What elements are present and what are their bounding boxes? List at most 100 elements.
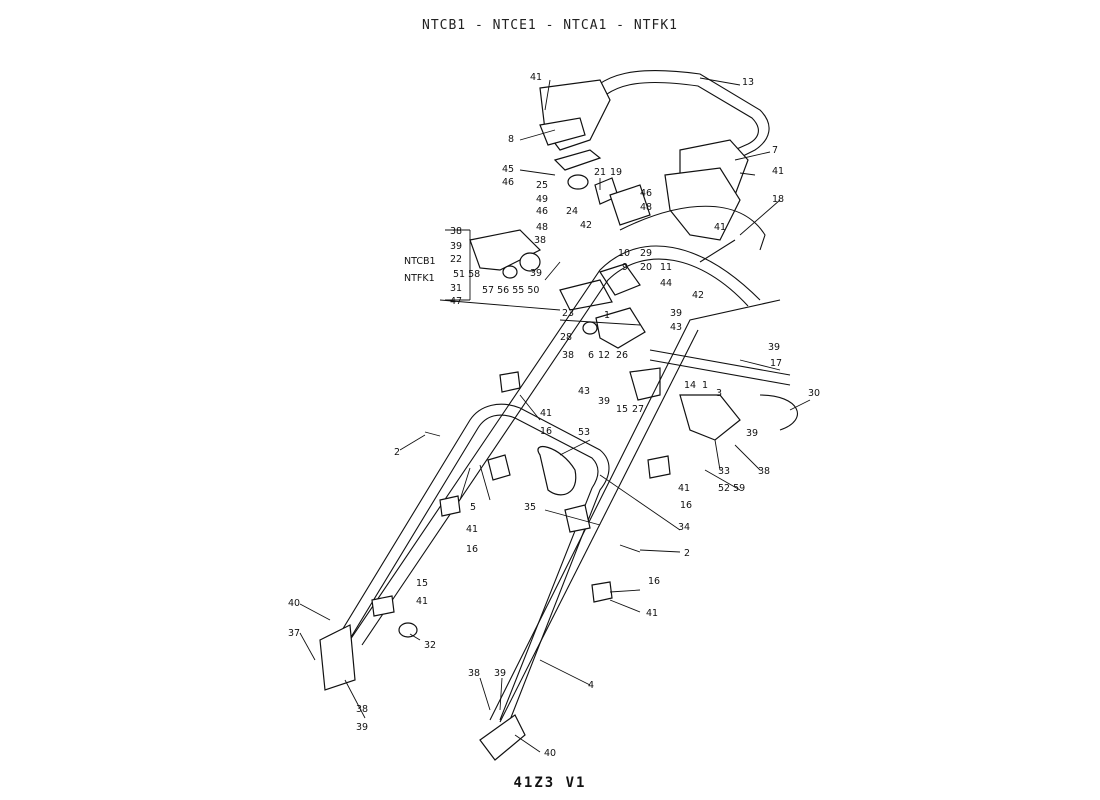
lower-bracket-right [479, 714, 526, 761]
callout-42: 42 [692, 290, 704, 301]
callout-23: 23 [562, 308, 574, 319]
callout-29: 29 [640, 248, 652, 259]
side-label-ntfk1: NTFK1 [404, 273, 435, 284]
callout-44: 44 [660, 278, 672, 289]
callout-2: 2 [684, 548, 690, 559]
callout-1: 1 [702, 380, 708, 391]
callout-22: 22 [450, 254, 462, 265]
callout-39: 39 [746, 428, 758, 439]
callout-labels: 41 13 8 7 45 46 25 21 19 41 18 49 46 24 … [288, 72, 820, 759]
callout-40: 40 [544, 748, 556, 759]
clip-part-16a [499, 371, 521, 393]
callout-2: 2 [394, 447, 400, 458]
leader-lines [299, 77, 811, 753]
clip-part-16b [439, 495, 461, 517]
callout-46: 46 [502, 177, 514, 188]
callout-43: 43 [670, 322, 682, 333]
callout-4: 4 [588, 680, 594, 691]
callout-19: 19 [610, 167, 622, 178]
callout-57-56-55-50: 57 56 55 50 [482, 285, 539, 296]
callout-53: 53 [578, 427, 590, 438]
callout-16: 16 [540, 426, 552, 437]
drawing-code: 41Z3 V1 [513, 775, 587, 791]
callout-8: 8 [508, 134, 514, 145]
callout-21: 21 [594, 167, 606, 178]
clip-part-16d [591, 581, 613, 603]
callout-1: 1 [604, 310, 610, 321]
callout-34: 34 [678, 522, 690, 533]
callout-25: 25 [536, 180, 548, 191]
callout-45: 45 [502, 164, 514, 175]
callout-41: 41 [466, 524, 478, 535]
callout-31: 31 [450, 283, 462, 294]
callout-52-59: 52 59 [718, 483, 745, 494]
callout-14: 14 [684, 380, 696, 391]
callout-5: 5 [470, 502, 476, 513]
callout-39: 39 [670, 308, 682, 319]
callout-16: 16 [466, 544, 478, 555]
callout-38: 38 [356, 704, 368, 715]
callout-17: 17 [770, 358, 782, 369]
callout-41: 41 [646, 608, 658, 619]
callout-15: 15 [416, 578, 428, 589]
bolt-part-2b [619, 544, 641, 553]
callout-3: 3 [716, 388, 722, 399]
callout-39: 39 [768, 342, 780, 353]
callout-38: 38 [534, 235, 546, 246]
callout-38: 38 [758, 466, 770, 477]
callout-42: 42 [580, 220, 592, 231]
callout-35: 35 [524, 502, 536, 513]
callout-27: 27 [632, 404, 644, 415]
callout-41: 41 [530, 72, 542, 83]
callout-39: 39 [530, 268, 542, 279]
callout-7: 7 [772, 145, 778, 156]
callout-41: 41 [678, 483, 690, 494]
callout-38: 38 [468, 668, 480, 679]
callout-16: 16 [680, 500, 692, 511]
callout-24: 24 [566, 206, 578, 217]
callout-41: 41 [540, 408, 552, 419]
control-bracket-assembly [469, 149, 766, 441]
callout-9: 9 [622, 262, 628, 273]
clip-part-15 [371, 595, 395, 617]
callout-28: 28 [560, 332, 572, 343]
lower-handle-frame [329, 245, 781, 723]
knob-part-5 [487, 454, 511, 481]
callout-46: 46 [640, 188, 652, 199]
bolt-part-2a [424, 431, 441, 437]
callout-15: 15 [616, 404, 628, 415]
callout-49: 49 [536, 194, 548, 205]
callout-33: 33 [718, 466, 730, 477]
callout-39: 39 [598, 396, 610, 407]
cable-guide-part-53 [537, 446, 577, 496]
callout-32: 32 [424, 640, 436, 651]
callout-38: 38 [450, 226, 462, 237]
callout-12: 12 [598, 350, 610, 361]
callout-18: 18 [772, 194, 784, 205]
callout-10: 10 [618, 248, 630, 259]
lower-bracket-left [319, 624, 356, 691]
ring-part-32 [398, 622, 418, 638]
callout-16: 16 [648, 576, 660, 587]
callout-39: 39 [356, 722, 368, 733]
callout-46: 46 [536, 206, 548, 217]
callout-51-58: 51 58 [453, 269, 480, 280]
callout-20: 20 [640, 262, 652, 273]
callout-39: 39 [494, 668, 506, 679]
bail-bar-part-17 [649, 349, 798, 431]
callout-43: 43 [578, 386, 590, 397]
side-label-ntcb1: NTCB1 [404, 256, 436, 267]
diagram-title: NTCB1 - NTCE1 - NTCA1 - NTFK1 [422, 18, 678, 33]
callout-6: 6 [588, 350, 594, 361]
callout-48: 48 [640, 202, 652, 213]
callout-41: 41 [772, 166, 784, 177]
callout-40: 40 [288, 598, 300, 609]
callout-41: 41 [416, 596, 428, 607]
callout-11: 11 [660, 262, 672, 273]
callout-41: 41 [714, 222, 726, 233]
callout-13: 13 [742, 77, 754, 88]
clip-part-16c [647, 455, 671, 479]
callout-47: 47 [450, 296, 462, 307]
callout-37: 37 [288, 628, 300, 639]
callout-39: 39 [450, 241, 462, 252]
